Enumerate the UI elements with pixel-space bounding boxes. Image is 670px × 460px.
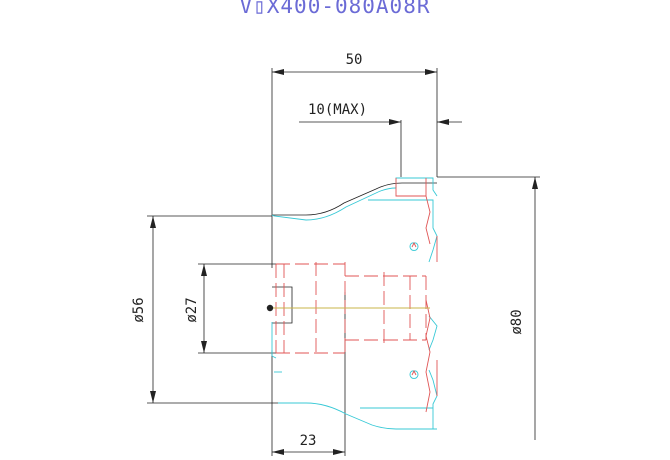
cutter-body-outline <box>271 182 437 356</box>
center-point-icon <box>266 304 274 312</box>
dimension-width-max: 10(MAX) <box>299 102 462 177</box>
internal-bore-hidden-lines <box>275 262 427 356</box>
dimension-diameter-pilot-label: ø27 <box>184 297 200 322</box>
dimension-depth: 23 <box>271 292 346 456</box>
dimension-diameter-outer: ø80 <box>437 176 540 440</box>
dimension-width-total-label: 50 <box>346 52 363 68</box>
center-axis <box>266 304 430 312</box>
drawing-title: V▯X400-080A08R <box>239 0 431 18</box>
cutter-body-cyan <box>271 177 438 430</box>
coolant-hole <box>409 241 419 379</box>
insert-pocket <box>395 178 438 413</box>
dimension-diameter-bore-label: ø56 <box>131 297 147 322</box>
dimension-diameter-bore: ø56 <box>131 215 278 404</box>
dimension-width-max-label: 10(MAX) <box>308 102 367 118</box>
dimension-diameter-outer-label: ø80 <box>509 309 525 334</box>
dimension-width-total: 50 <box>271 52 438 215</box>
dimension-depth-label: 23 <box>300 433 317 449</box>
dimension-diameter-pilot: ø27 <box>184 263 276 354</box>
